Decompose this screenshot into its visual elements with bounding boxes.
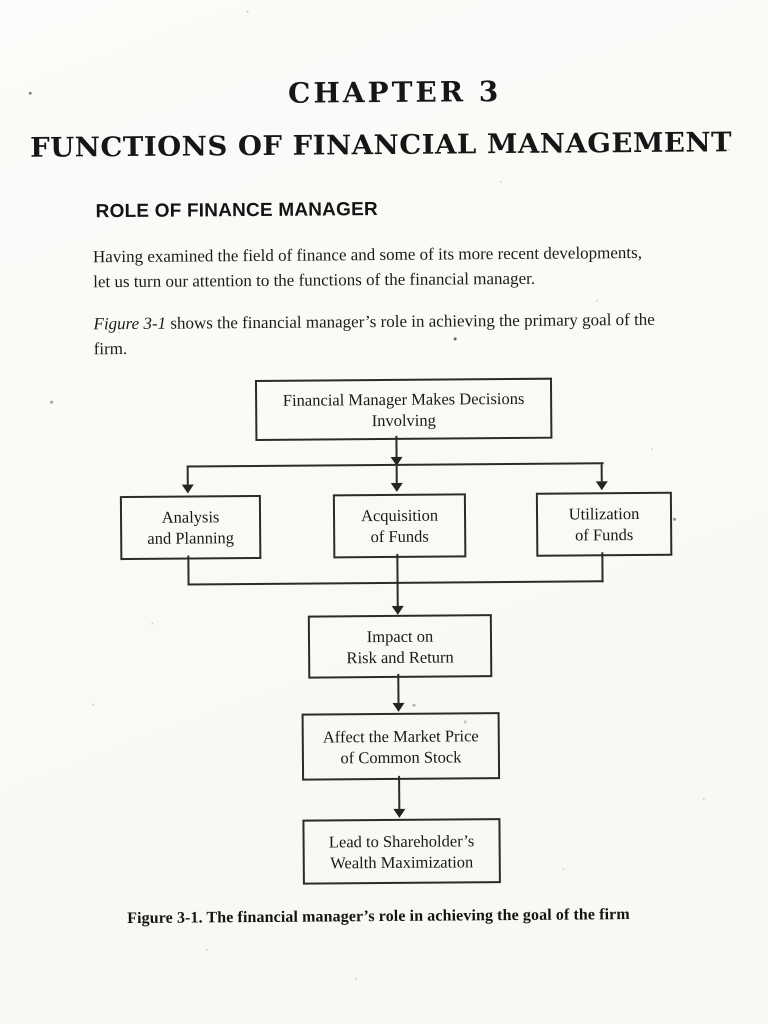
figure-caption: Figure 3-1. The financial manager’s role…: [127, 906, 630, 928]
connector-line: [600, 464, 603, 482]
chapter-title: CHAPTER 3: [287, 75, 502, 110]
connector-line: [395, 435, 398, 458]
connector-line: [186, 467, 189, 485]
flowchart-node-label: Lead to Shareholder’s Wealth Maximizatio…: [328, 830, 475, 872]
connector-line: [187, 580, 604, 586]
section-heading: ROLE OF FINANCE MANAGER: [95, 199, 378, 223]
flowchart-node-market-price: Affect the Market Price of Common Stock: [301, 712, 501, 781]
arrow-down-icon: [391, 605, 404, 615]
flowchart-node-label: Financial Manager Makes Decisions Involv…: [282, 388, 525, 430]
flowchart-node-label: Utilization of Funds: [568, 503, 640, 545]
connector-line: [601, 552, 604, 583]
flowchart-node-wealth-max: Lead to Shareholder’s Wealth Maximizatio…: [302, 818, 501, 885]
connector-line: [395, 465, 398, 483]
arrow-down-icon: [392, 702, 405, 712]
connector-line: [397, 673, 400, 704]
arrow-down-icon: [393, 808, 406, 818]
connector-line: [186, 462, 604, 468]
main-title: FUNCTIONS OF FINANCIAL MANAGEMENT: [30, 127, 733, 164]
flowchart-node-impact: Impact on Risk and Return: [307, 614, 493, 679]
flowchart-node-acquisition: Acquisition of Funds: [332, 493, 467, 559]
figure-intro-rest: shows the financial manager’s role in ac…: [93, 309, 655, 359]
arrow-down-icon: [390, 456, 403, 466]
figure-reference: Figure 3-1: [93, 313, 167, 334]
arrow-down-icon: [595, 481, 608, 491]
arrow-down-icon: [390, 482, 403, 492]
connector-line: [396, 553, 399, 607]
flowchart-node-decisions: Financial Manager Makes Decisions Involv…: [254, 377, 553, 442]
flowchart-node-utilization: Utilization of Funds: [535, 491, 673, 557]
arrow-down-icon: [181, 484, 194, 494]
flowchart-node-label: Affect the Market Price of Common Stock: [322, 725, 479, 767]
flowchart-node-analysis: Analysis and Planning: [119, 494, 262, 561]
flowchart-node-label: Impact on Risk and Return: [346, 626, 454, 667]
flowchart-node-label: Analysis and Planning: [147, 507, 235, 548]
intro-paragraph: Having examined the field of finance and…: [92, 242, 643, 292]
connector-line: [398, 775, 401, 810]
flowchart-node-label: Acquisition of Funds: [360, 505, 439, 547]
connector-line: [187, 555, 190, 586]
figure-intro-paragraph: Figure 3-1 shows the financial manager’s…: [93, 306, 718, 361]
